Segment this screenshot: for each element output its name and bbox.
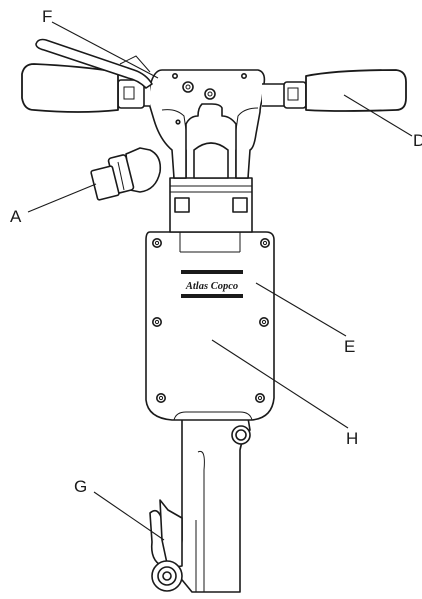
leader-h	[211, 339, 349, 429]
label-e: E	[344, 337, 355, 356]
leader-lines	[27, 21, 413, 541]
leader-d	[343, 94, 413, 137]
brand-logo: Atlas Copco	[181, 270, 243, 298]
leader-a	[27, 183, 97, 213]
handle-frame	[147, 69, 266, 179]
leader-e	[255, 282, 347, 337]
label-d: D	[413, 131, 422, 150]
leader-g	[93, 491, 165, 541]
left-handle	[21, 63, 150, 113]
right-handle	[262, 69, 407, 112]
label-a: A	[10, 207, 22, 226]
air-inlet	[90, 147, 162, 201]
retainer-latch	[149, 499, 183, 592]
label-h: H	[346, 429, 358, 448]
leader-f	[51, 21, 159, 79]
body-bolts	[152, 238, 270, 403]
label-f: F	[42, 7, 52, 26]
callout-labels: F A D E H G	[10, 7, 422, 496]
cylinder-body: Atlas Copco	[145, 231, 275, 421]
label-g: G	[74, 477, 87, 496]
brand-logo-text: Atlas Copco	[185, 281, 238, 292]
front-head	[177, 417, 251, 593]
